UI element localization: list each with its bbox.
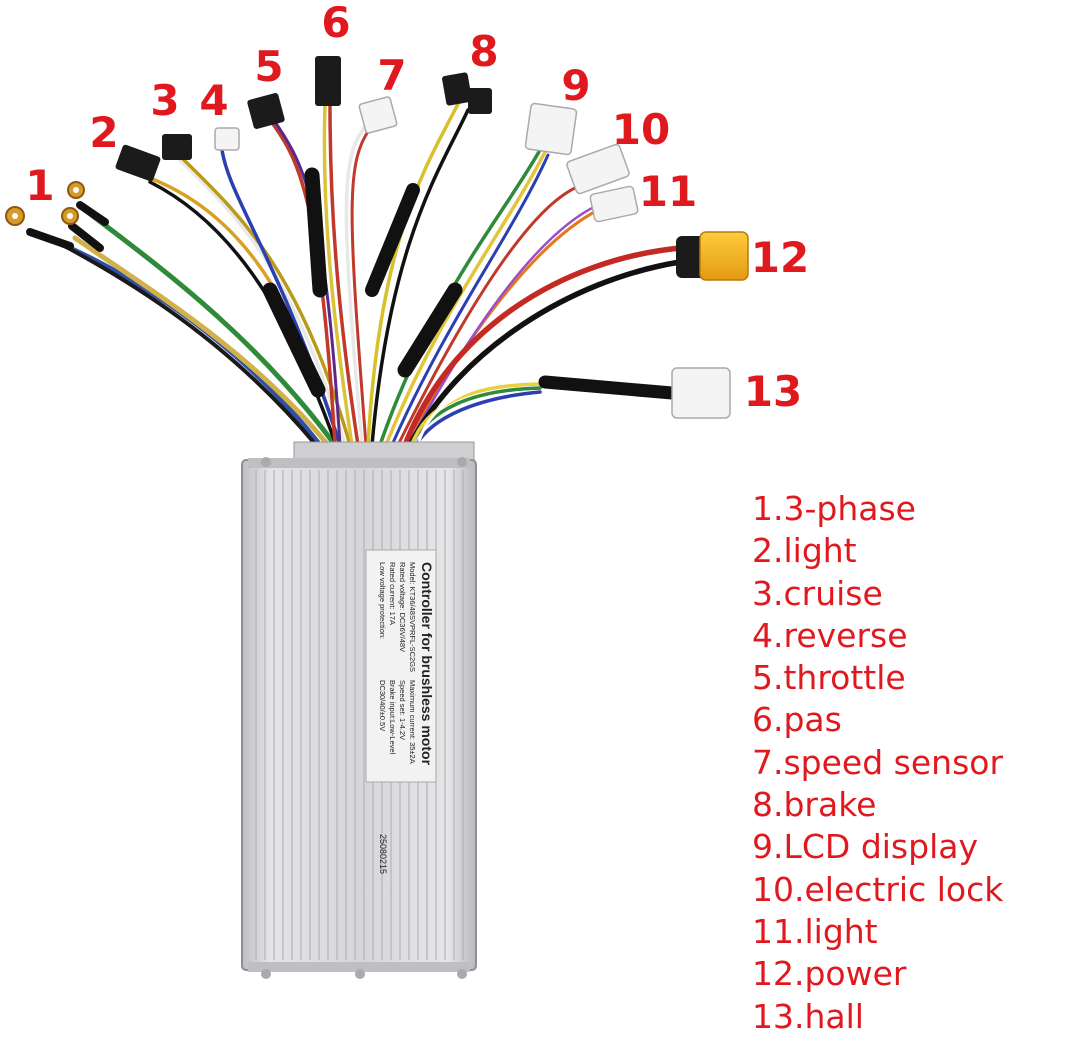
connector-electric-lock-icon [566,143,630,195]
connector-light-2-icon [589,185,639,223]
legend-item-3: 3.cruise [752,573,883,613]
legend-item-10: 10.electric lock [752,869,1004,909]
connector-light-icon [115,144,161,182]
wire-lcd [378,148,542,447]
legend-item-9: 9.LCD display [752,827,978,867]
callout-9: 9 [561,61,591,110]
label-line-8: DC30/40/±0.5V [378,680,387,731]
legend-item-1: 1.3-phase [752,489,916,528]
wires [27,98,683,448]
legend-item-12: 12.power [752,954,907,994]
callout-8: 8 [469,27,499,76]
legend-item-13: 13.hall [752,996,864,1036]
connector-hall-icon [671,367,731,419]
controller-case [241,441,477,979]
wire-cruise [178,158,347,447]
legend: 1.3-phase 2.light 3.cruise 4.reverse 5.t… [752,488,1003,1038]
legend-item-7: 7.speed sensor [752,742,1004,782]
callout-2: 2 [89,108,119,157]
callout-7: 7 [377,51,407,100]
wire-power [402,245,683,448]
legend-item-11: 11.light [752,911,878,951]
controller-label: Controller for brushless motor Model: KT… [365,549,437,783]
wire-pas [322,103,354,447]
callout-12: 12 [750,233,810,282]
wire-electric-lock [396,186,577,447]
connector-brake-icon [442,72,492,114]
callout-11: 11 [638,167,698,216]
connector-cruise-icon [162,134,192,160]
label-line-4: Low voltage protection: [378,562,387,639]
serial-number: 25080215 [378,834,388,874]
heat-shrink-sleeves [26,167,679,400]
label-title: Controller for brushless motor [419,562,435,766]
wire-speed-sensor [344,120,372,447]
legend-item-2: 2.light [752,531,857,571]
legend-item-4: 4.reverse [752,615,908,655]
connector-speed-sensor-icon [358,96,398,134]
label-line-2: Rated voltage: DC36V/48V [398,562,407,652]
legend-item-5: 5.throttle [752,658,906,698]
connector-pas-icon [315,56,341,106]
ring-terminal-icon [5,181,85,226]
label-line-6: Speed set: 1-4.2V [398,680,407,740]
label-line-3: Rated current: 17A [388,562,397,625]
connector-reverse-icon [214,127,240,151]
callout-3: 3 [150,76,180,125]
legend-item-8: 8.brake [752,785,877,825]
callout-13: 13 [743,367,803,416]
label-line-5: Maximum current: 35±2A [408,680,417,764]
label-line-7: Brake input:Low-Level [388,680,397,755]
callout-6: 6 [321,0,351,47]
connector-throttle-icon [247,93,285,129]
callout-1: 1 [25,161,55,210]
connector-lcd-icon [524,102,578,156]
callout-4: 4 [199,76,229,125]
callout-5: 5 [254,42,284,91]
label-line-1: Model: KT36/48SVPRFL-SC2GS [408,562,417,672]
callout-10: 10 [611,105,671,154]
connectors [5,56,749,419]
legend-item-6: 6.pas [752,700,842,740]
xt60-connector-icon [676,231,749,281]
